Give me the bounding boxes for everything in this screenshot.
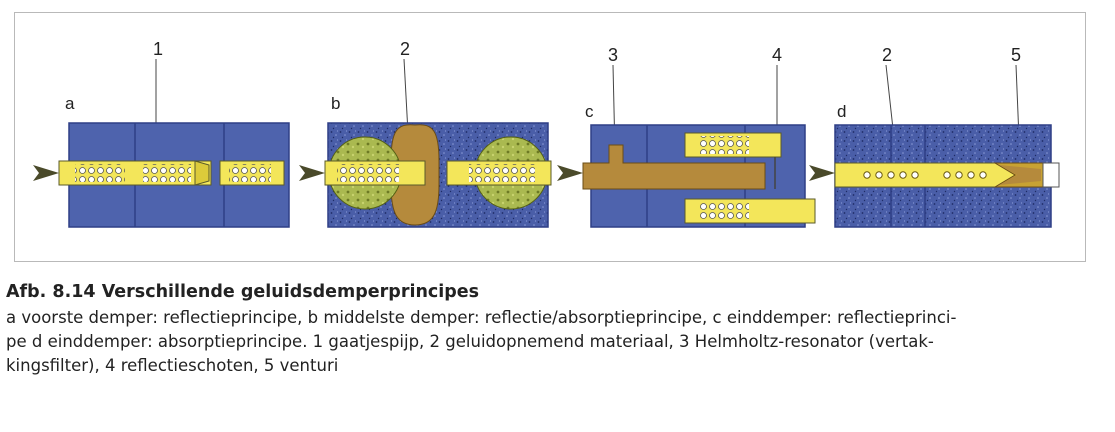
flow-arrow-d: [809, 165, 835, 181]
callout-2-d: 2: [882, 45, 892, 65]
callout-5: 5: [1011, 45, 1021, 65]
callout-1: 1: [153, 39, 163, 59]
caption-line-2: pe d einddemper: absorptieprincipe. 1 ga…: [6, 332, 934, 351]
flow-arrow-b: [299, 165, 325, 181]
caption-line-3: kingsfilter), 4 reflectieschoten, 5 vent…: [6, 356, 339, 375]
panel-d: [809, 124, 1060, 228]
callout-4: 4: [772, 45, 782, 65]
panel-letter-c: c: [585, 102, 594, 121]
panel-a: [33, 122, 290, 228]
caption-line-1: a voorste demper: reflectieprincipe, b m…: [6, 308, 957, 327]
figure-frame: 1 2 3 4 2 5 a b c d: [14, 12, 1086, 262]
flow-arrow-c: [557, 165, 583, 181]
callout-3: 3: [608, 45, 618, 65]
muffler-diagram: 1 2 3 4 2 5 a b c d: [33, 39, 1060, 228]
outlet-end: [1042, 162, 1060, 188]
callout-2-b: 2: [400, 39, 410, 59]
panel-letter-d: d: [837, 102, 846, 121]
panel-letter-b: b: [331, 94, 340, 113]
flow-arrow-a: [33, 165, 59, 181]
panel-c: [557, 124, 816, 228]
helmholtz-resonator-pipe: [582, 144, 766, 190]
figure-caption: Afb. 8.14 Verschillende geluidsdemperpri…: [6, 282, 1106, 378]
caption-title: Afb. 8.14 Verschillende geluidsdemperpri…: [6, 282, 480, 302]
panel-letter-a: a: [65, 94, 75, 113]
panel-b: [299, 122, 552, 228]
